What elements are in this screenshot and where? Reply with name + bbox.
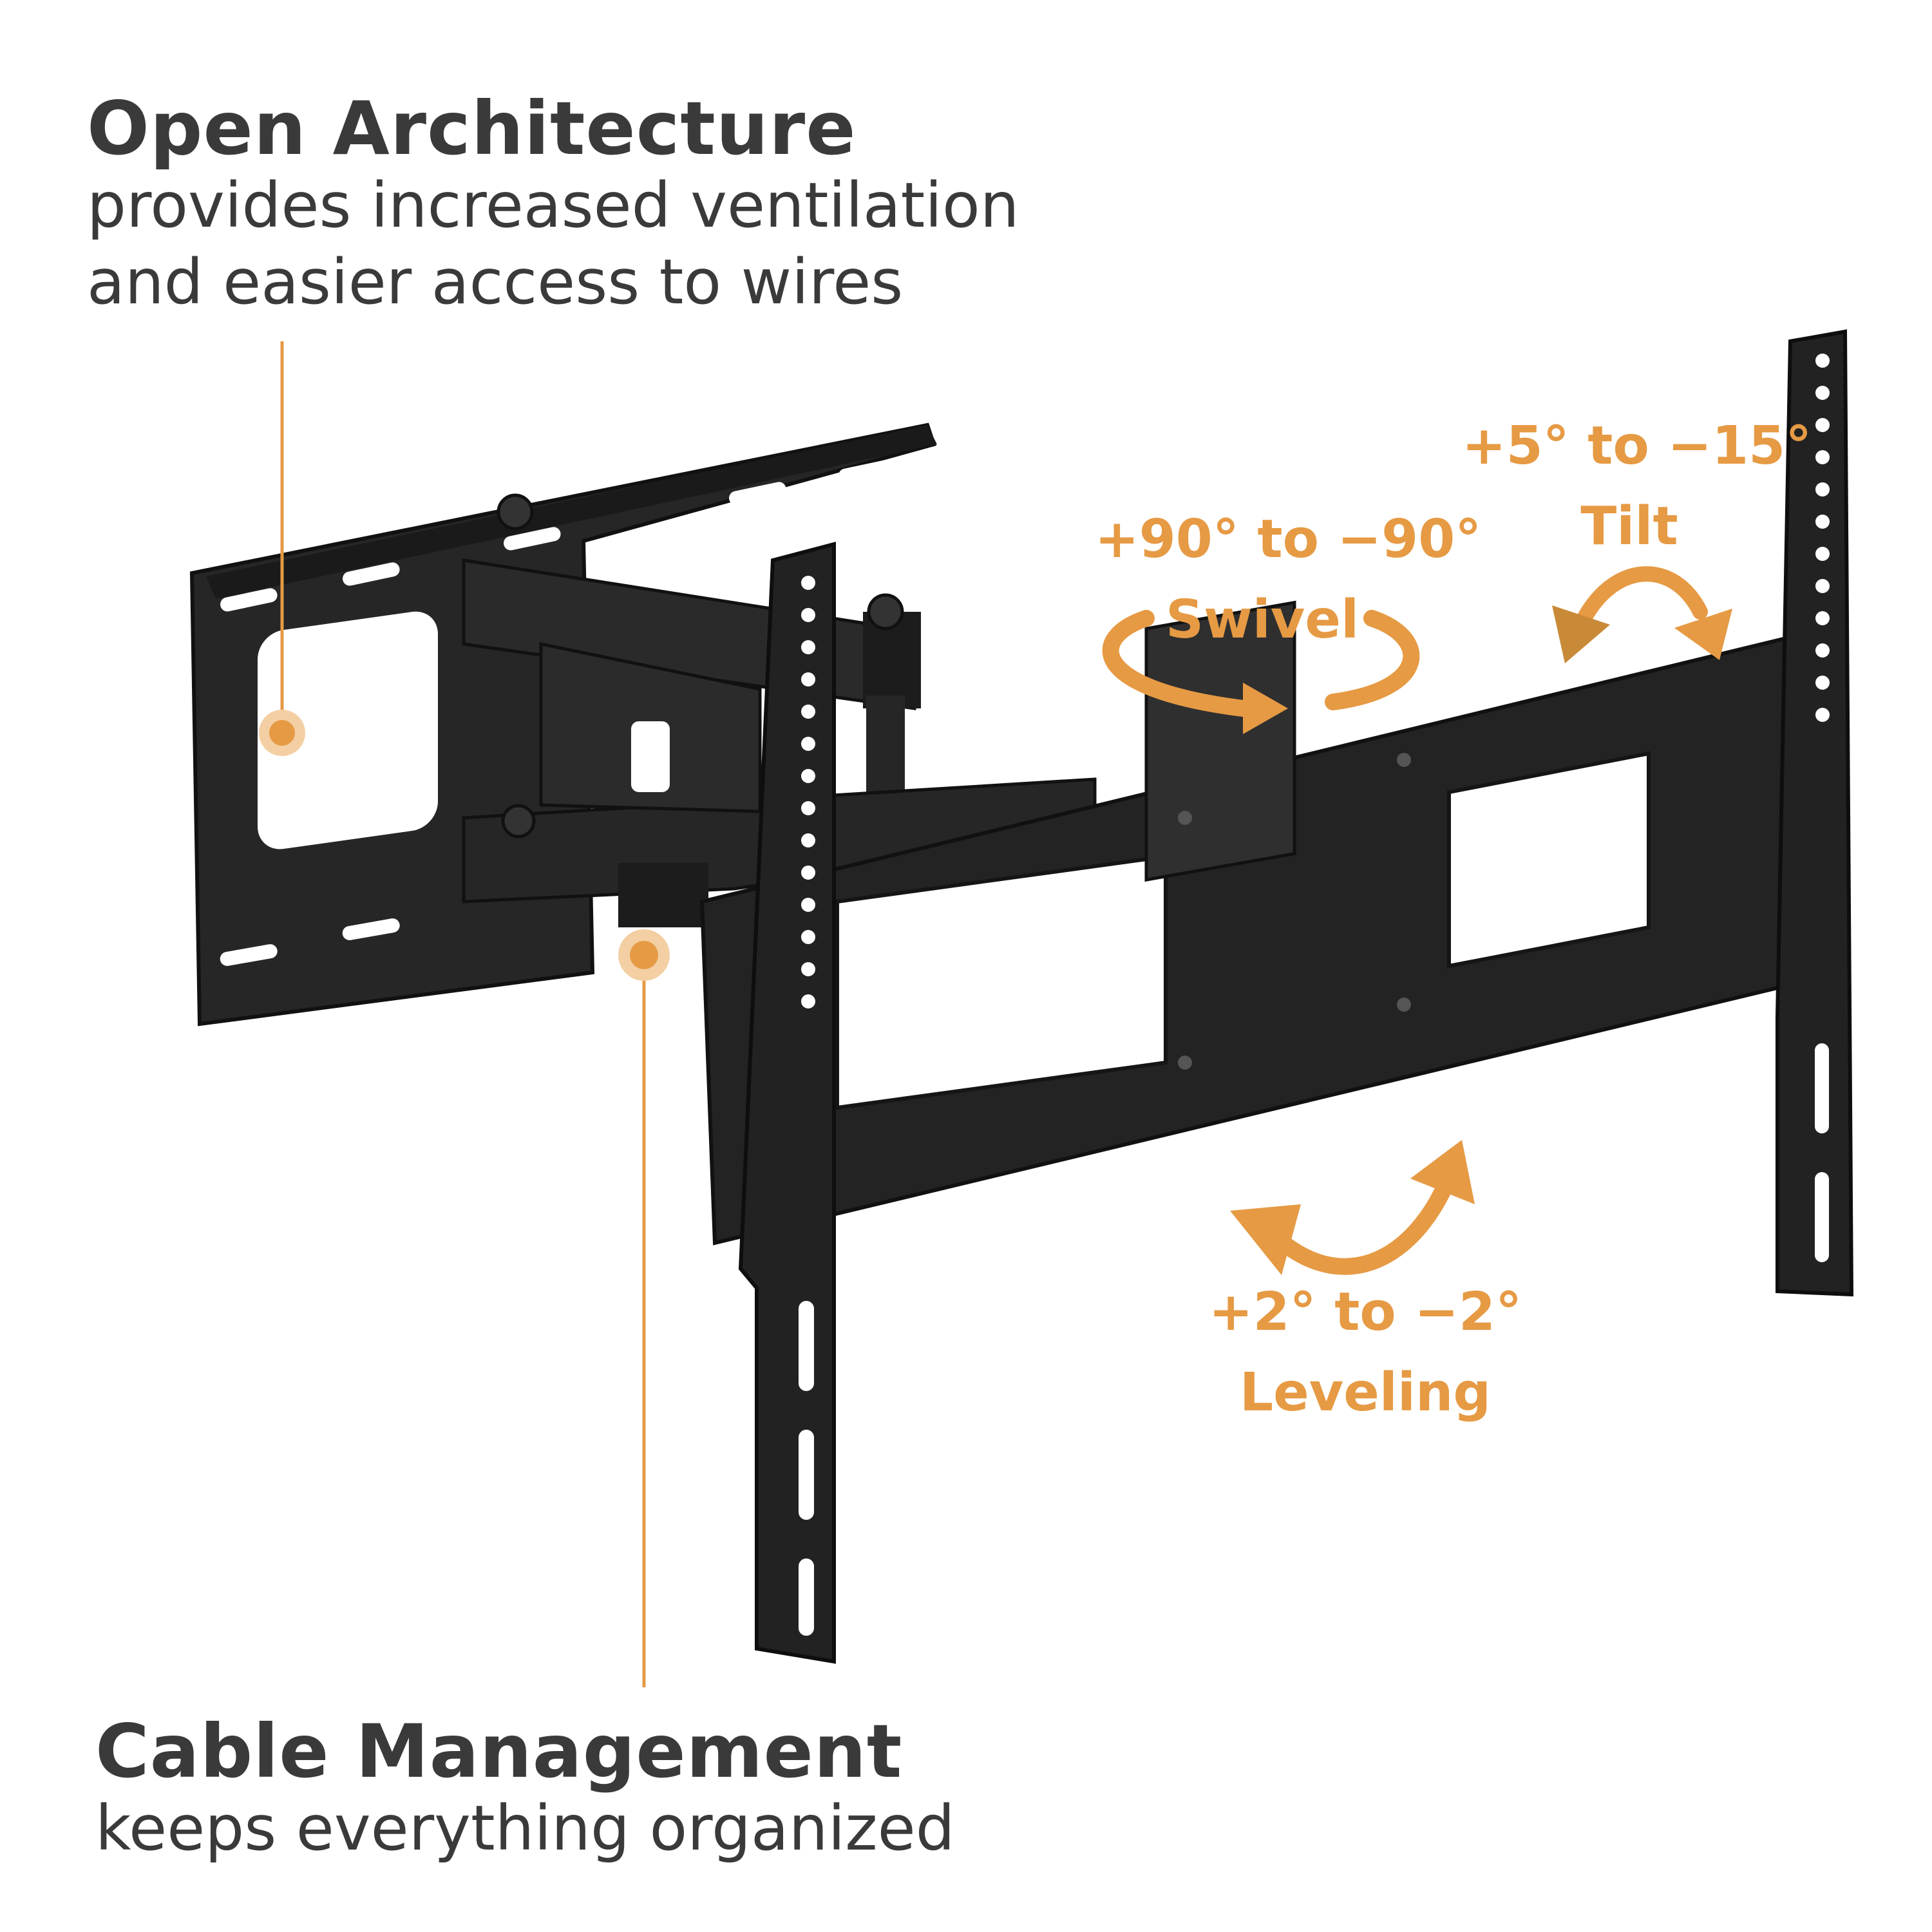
open-architecture-line-2: and easier access to wires: [87, 245, 904, 318]
tilt-range-label: +5° to −15°: [1462, 415, 1812, 477]
tv-plate: [699, 600, 1844, 1245]
pivot-bracket: [539, 641, 762, 813]
open-architecture-title: Open Architecture: [87, 86, 857, 171]
open-architecture-line-1: provides increased ventilation: [87, 169, 1019, 242]
swivel-label: Swivel: [1165, 589, 1359, 650]
open-architecture-marker-dot: [269, 720, 295, 746]
tilt-arrow-icon: [1552, 566, 1732, 663]
left-vertical-rail: [738, 542, 836, 1664]
cable-management-marker-dot: [630, 941, 658, 969]
leveling-label: Leveling: [1239, 1362, 1492, 1423]
right-vertical-rail: [1776, 329, 1854, 1297]
swivel-range-label: +90° to −90°: [1095, 509, 1482, 570]
leveling-arrow-icon: [1230, 1140, 1475, 1275]
tilt-label: Tilt: [1580, 496, 1678, 557]
cable-management-line-1: keeps everything organized: [95, 1792, 955, 1864]
cable-management-callout: Cable Management keeps everything organi…: [95, 1713, 955, 1867]
callout-markers: [259, 341, 670, 1687]
leveling-range-label: +2° to −2°: [1208, 1282, 1522, 1343]
swivel-arrow-icon: [1102, 610, 1420, 734]
open-architecture-callout: Open Architecture provides increased ven…: [87, 90, 1019, 321]
cable-management-title: Cable Management: [95, 1709, 903, 1794]
